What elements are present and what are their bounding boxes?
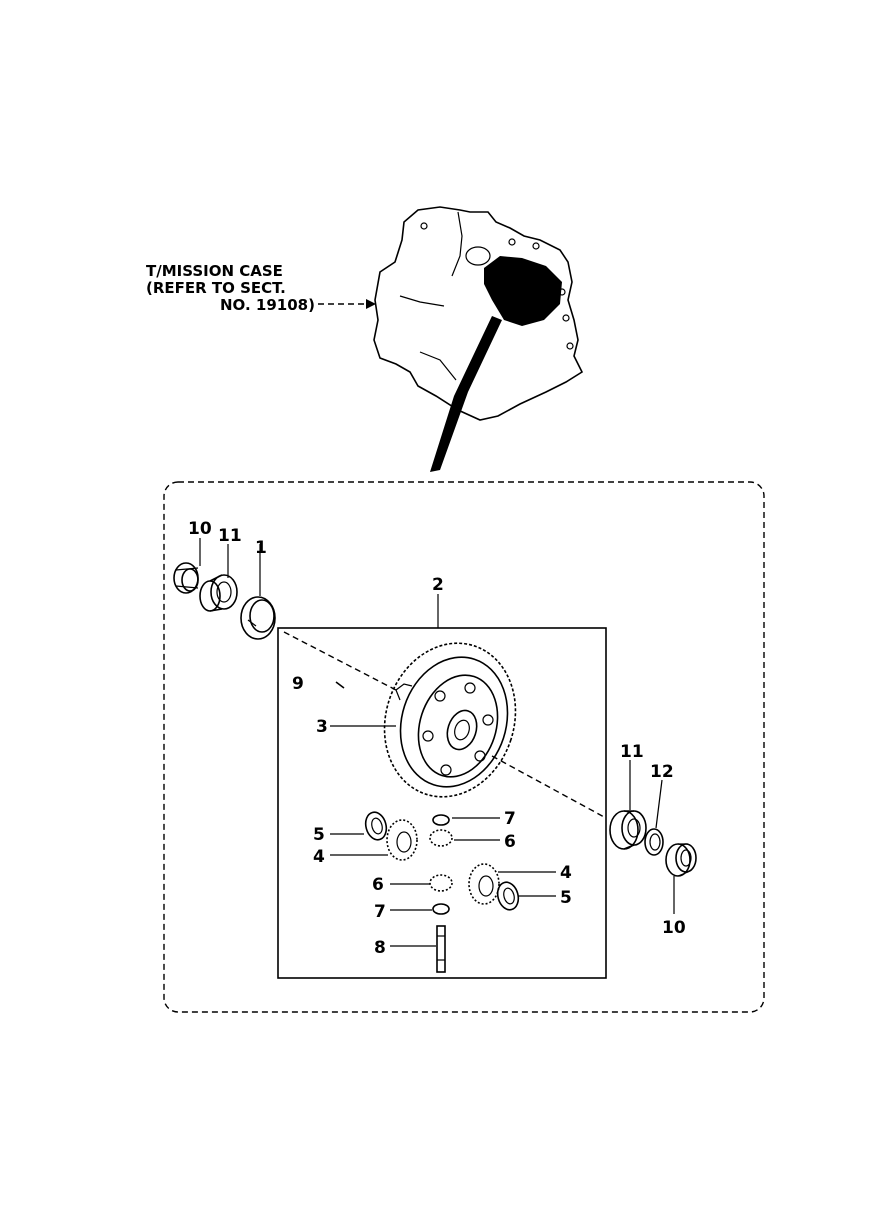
callout-10-left: 10 (188, 519, 212, 539)
pointer-wedge (430, 316, 502, 472)
ref-line-3: NO. 19108) (220, 296, 315, 314)
callout-11-left: 11 (218, 526, 242, 546)
ring-gear (383, 642, 517, 798)
callout-2: 2 (432, 575, 444, 595)
transmission-case (373, 206, 584, 472)
callout-5-left: 5 (313, 825, 325, 845)
washer-5-left (364, 811, 388, 841)
pinion-6-top (429, 829, 453, 847)
side-gear-4-right (468, 863, 500, 905)
washer-7-top (432, 814, 450, 826)
callout-9: 9 (292, 674, 304, 694)
washer-7-bottom (432, 903, 450, 915)
callout-4-left: 4 (313, 847, 325, 867)
pinion-6-mid (429, 874, 453, 892)
shaft-8 (436, 925, 446, 973)
callout-3: 3 (316, 717, 328, 737)
callout-7-top: 7 (504, 809, 516, 829)
callout-1: 1 (255, 538, 267, 558)
callout-11-right: 11 (620, 742, 644, 762)
bearing-right (609, 810, 647, 850)
callout-6-top: 6 (504, 832, 516, 852)
pin-9 (335, 681, 345, 689)
callout-5-right: 5 (560, 888, 572, 908)
ref-line-1: T/MISSION CASE (146, 262, 283, 280)
callout-6-mid: 6 (372, 875, 384, 895)
callout-8: 8 (374, 938, 386, 958)
bearing-left (199, 574, 238, 612)
callout-12: 12 (650, 762, 674, 782)
bearing-race (240, 596, 276, 640)
leader-lines (199, 538, 675, 947)
differential-box (277, 627, 607, 979)
ref-line-2: (REFER TO SECT. (146, 279, 286, 297)
side-gear-4-left (386, 819, 418, 861)
callout-4-right: 4 (560, 863, 572, 883)
oil-seal-left (173, 562, 199, 594)
assembly-boundary (163, 481, 765, 1013)
differential-location (484, 256, 562, 326)
shim-12 (644, 828, 664, 856)
callout-10-right: 10 (662, 918, 686, 938)
oil-seal-right (665, 843, 697, 877)
washer-5-right (496, 881, 520, 911)
callout-7-bottom: 7 (374, 902, 386, 922)
